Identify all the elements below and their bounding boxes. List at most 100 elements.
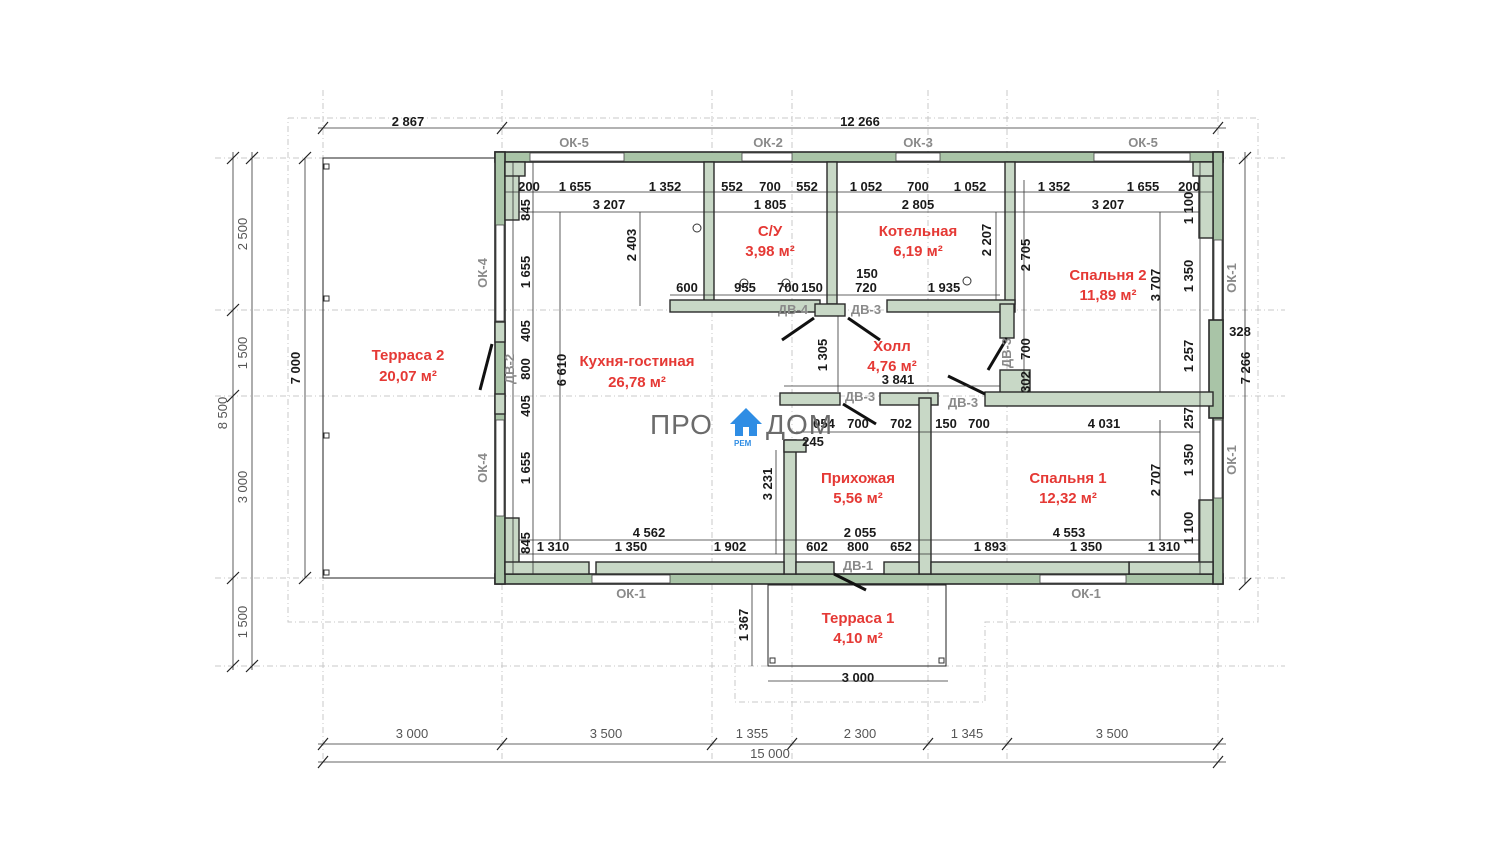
dim-row6-5: 800 xyxy=(847,539,869,554)
room-terrace2-area: 20,07 м² xyxy=(379,368,437,385)
window-label-ok1-right-top: ОК-1 xyxy=(1224,263,1239,293)
door-label-dv3-hall-right: ДВ-3 xyxy=(948,395,978,410)
dim-row6-1: 1 310 xyxy=(537,539,570,554)
dim-right-seg-5: 1 350 xyxy=(1181,444,1196,477)
room-terrace1-area: 4,10 м² xyxy=(833,630,882,647)
dim-row3-1: 600 xyxy=(676,280,698,295)
dim-left-seg-4: 1 500 xyxy=(235,606,250,639)
dim-row2-2: 1 805 xyxy=(754,197,787,212)
window-label-ok5-right: ОК-5 xyxy=(1128,135,1158,150)
dim-left-seg-2: 1 500 xyxy=(235,337,250,370)
dim-bottom-seg-5: 1 345 xyxy=(951,726,984,741)
dim-row3-5: 720 xyxy=(855,280,877,295)
dim-hall-small-1: 302 xyxy=(1018,371,1033,393)
dim-left-inner-6: 1 655 xyxy=(518,452,533,485)
dim-row1-8: 700 xyxy=(907,179,929,194)
door-swings xyxy=(478,316,1009,592)
inner-dimension-lines xyxy=(505,162,1213,574)
house-icon xyxy=(730,408,762,436)
dim-row6-7: 1 893 xyxy=(974,539,1007,554)
dim-right-seg-3: 1 257 xyxy=(1181,340,1196,373)
window-label-ok4-bottom: ОК-4 xyxy=(475,452,490,482)
dim-row3-2: 955 xyxy=(734,280,756,295)
dim-row6-2: 1 350 xyxy=(615,539,648,554)
window-label-ok3: ОК-3 xyxy=(903,135,933,150)
dim-right-328: 328 xyxy=(1229,324,1251,339)
dim-row6-4: 602 xyxy=(806,539,828,554)
dim-row4-1: 054 xyxy=(813,416,835,431)
dim-row6-3: 1 902 xyxy=(714,539,747,554)
door-label-dv3-hall-left: ДВ-3 xyxy=(845,389,875,404)
dim-3841: 3 841 xyxy=(882,372,915,387)
outer-dimensions: 2 867 12 266 3 000 3 500 1 355 2 300 1 3… xyxy=(215,114,1253,761)
dim-right-seg-2: 1 350 xyxy=(1181,260,1196,293)
dim-row1-7: 1 052 xyxy=(850,179,883,194)
room-bedroom2-name: Спальня 2 xyxy=(1069,267,1146,284)
room-bedroom2-area: 11,89 м² xyxy=(1080,287,1137,304)
dim-kitchen-height: 6 610 xyxy=(554,354,569,387)
window-label-ok5-left: ОК-5 xyxy=(559,135,589,150)
window-label-ok1-right-bottom: ОК-1 xyxy=(1224,445,1239,475)
dim-right-seg-4: 257 xyxy=(1181,407,1196,429)
logo-text-pro: ПРО xyxy=(650,409,713,440)
room-terrace1-name: Терраса 1 xyxy=(822,610,895,627)
room-boiler-area: 6,19 м² xyxy=(893,243,942,260)
fixtures xyxy=(692,223,972,288)
dim-top-terrace: 2 867 xyxy=(392,114,425,129)
room-hall-area: 4,76 м² xyxy=(867,358,916,375)
dim-150-top: 150 xyxy=(856,266,878,281)
dim-row2-4: 3 207 xyxy=(1092,197,1125,212)
logo: ПРО РЕМ ДОМ xyxy=(650,408,833,448)
dimension-lines xyxy=(226,121,1252,769)
logo-text-rem: РЕМ xyxy=(734,439,752,448)
dim-row1-12: 200 xyxy=(1178,179,1200,194)
dim-terrace1-width: 3 000 xyxy=(842,670,875,685)
dim-row5-1: 4 562 xyxy=(633,525,666,540)
dim-bed2-height-1: 2 705 xyxy=(1018,239,1033,272)
dim-row1-9: 1 052 xyxy=(954,179,987,194)
dim-right-overall: 7 266 xyxy=(1238,352,1253,385)
room-kitchen-area: 26,78 м² xyxy=(608,374,666,391)
dim-left-seg-1: 2 500 xyxy=(235,218,250,251)
dim-row6-6: 652 xyxy=(890,539,912,554)
logo-text-dom: ДОМ xyxy=(766,409,833,440)
dim-row3-4: 150 xyxy=(801,280,823,295)
dim-left-inner-5: 405 xyxy=(518,395,533,417)
dim-bottom-seg-4: 2 300 xyxy=(844,726,877,741)
dim-row1-1: 200 xyxy=(518,179,540,194)
dim-bottom-seg-6: 3 500 xyxy=(1096,726,1129,741)
dim-row2-3: 2 805 xyxy=(902,197,935,212)
dim-row1-2: 1 655 xyxy=(559,179,592,194)
window-label-ok1-bottom-left: ОК-1 xyxy=(616,586,646,601)
room-hall-name: Холл xyxy=(873,338,911,355)
dim-row1-6: 552 xyxy=(796,179,818,194)
dim-row1-10: 1 352 xyxy=(1038,179,1071,194)
dim-bottom-overall: 15 000 xyxy=(750,746,790,761)
dim-row6-9: 1 310 xyxy=(1148,539,1181,554)
door-label-dv2: ДВ-2 xyxy=(502,354,517,384)
door-label-dv1: ДВ-1 xyxy=(843,558,873,573)
room-bedroom1-name: Спальня 1 xyxy=(1029,470,1106,487)
door-label-dv3-hall-top: ДВ-3 xyxy=(851,302,881,317)
dim-left-inner-4: 800 xyxy=(518,358,533,380)
dim-terrace2-depth: 7 000 xyxy=(288,352,303,385)
dim-left-inner-7: 845 xyxy=(518,532,533,554)
dim-row1-3: 1 352 xyxy=(649,179,682,194)
dim-left-seg-3: 3 000 xyxy=(235,471,250,504)
dim-bed2-height-2: 3 707 xyxy=(1148,269,1163,302)
room-boiler-name: Котельная xyxy=(879,223,958,240)
dim-row4-4: 150 xyxy=(935,416,957,431)
dim-row4-2: 700 xyxy=(847,416,869,431)
dim-row1-11: 1 655 xyxy=(1127,179,1160,194)
dim-bed1-height: 2 707 xyxy=(1148,464,1163,497)
dim-bottom-seg-3: 1 355 xyxy=(736,726,769,741)
dim-left-inner-2: 1 655 xyxy=(518,256,533,289)
dim-row3-6: 1 935 xyxy=(928,280,961,295)
interior-walls xyxy=(595,161,1214,575)
room-labels: Терраса 2 20,07 м² Кухня-гостиная 26,78 … xyxy=(372,223,1147,647)
dim-row5-2: 2 055 xyxy=(844,525,877,540)
dim-left-inner-3: 405 xyxy=(518,320,533,342)
window-openings xyxy=(494,152,1224,584)
dim-row5-3: 4 553 xyxy=(1053,525,1086,540)
